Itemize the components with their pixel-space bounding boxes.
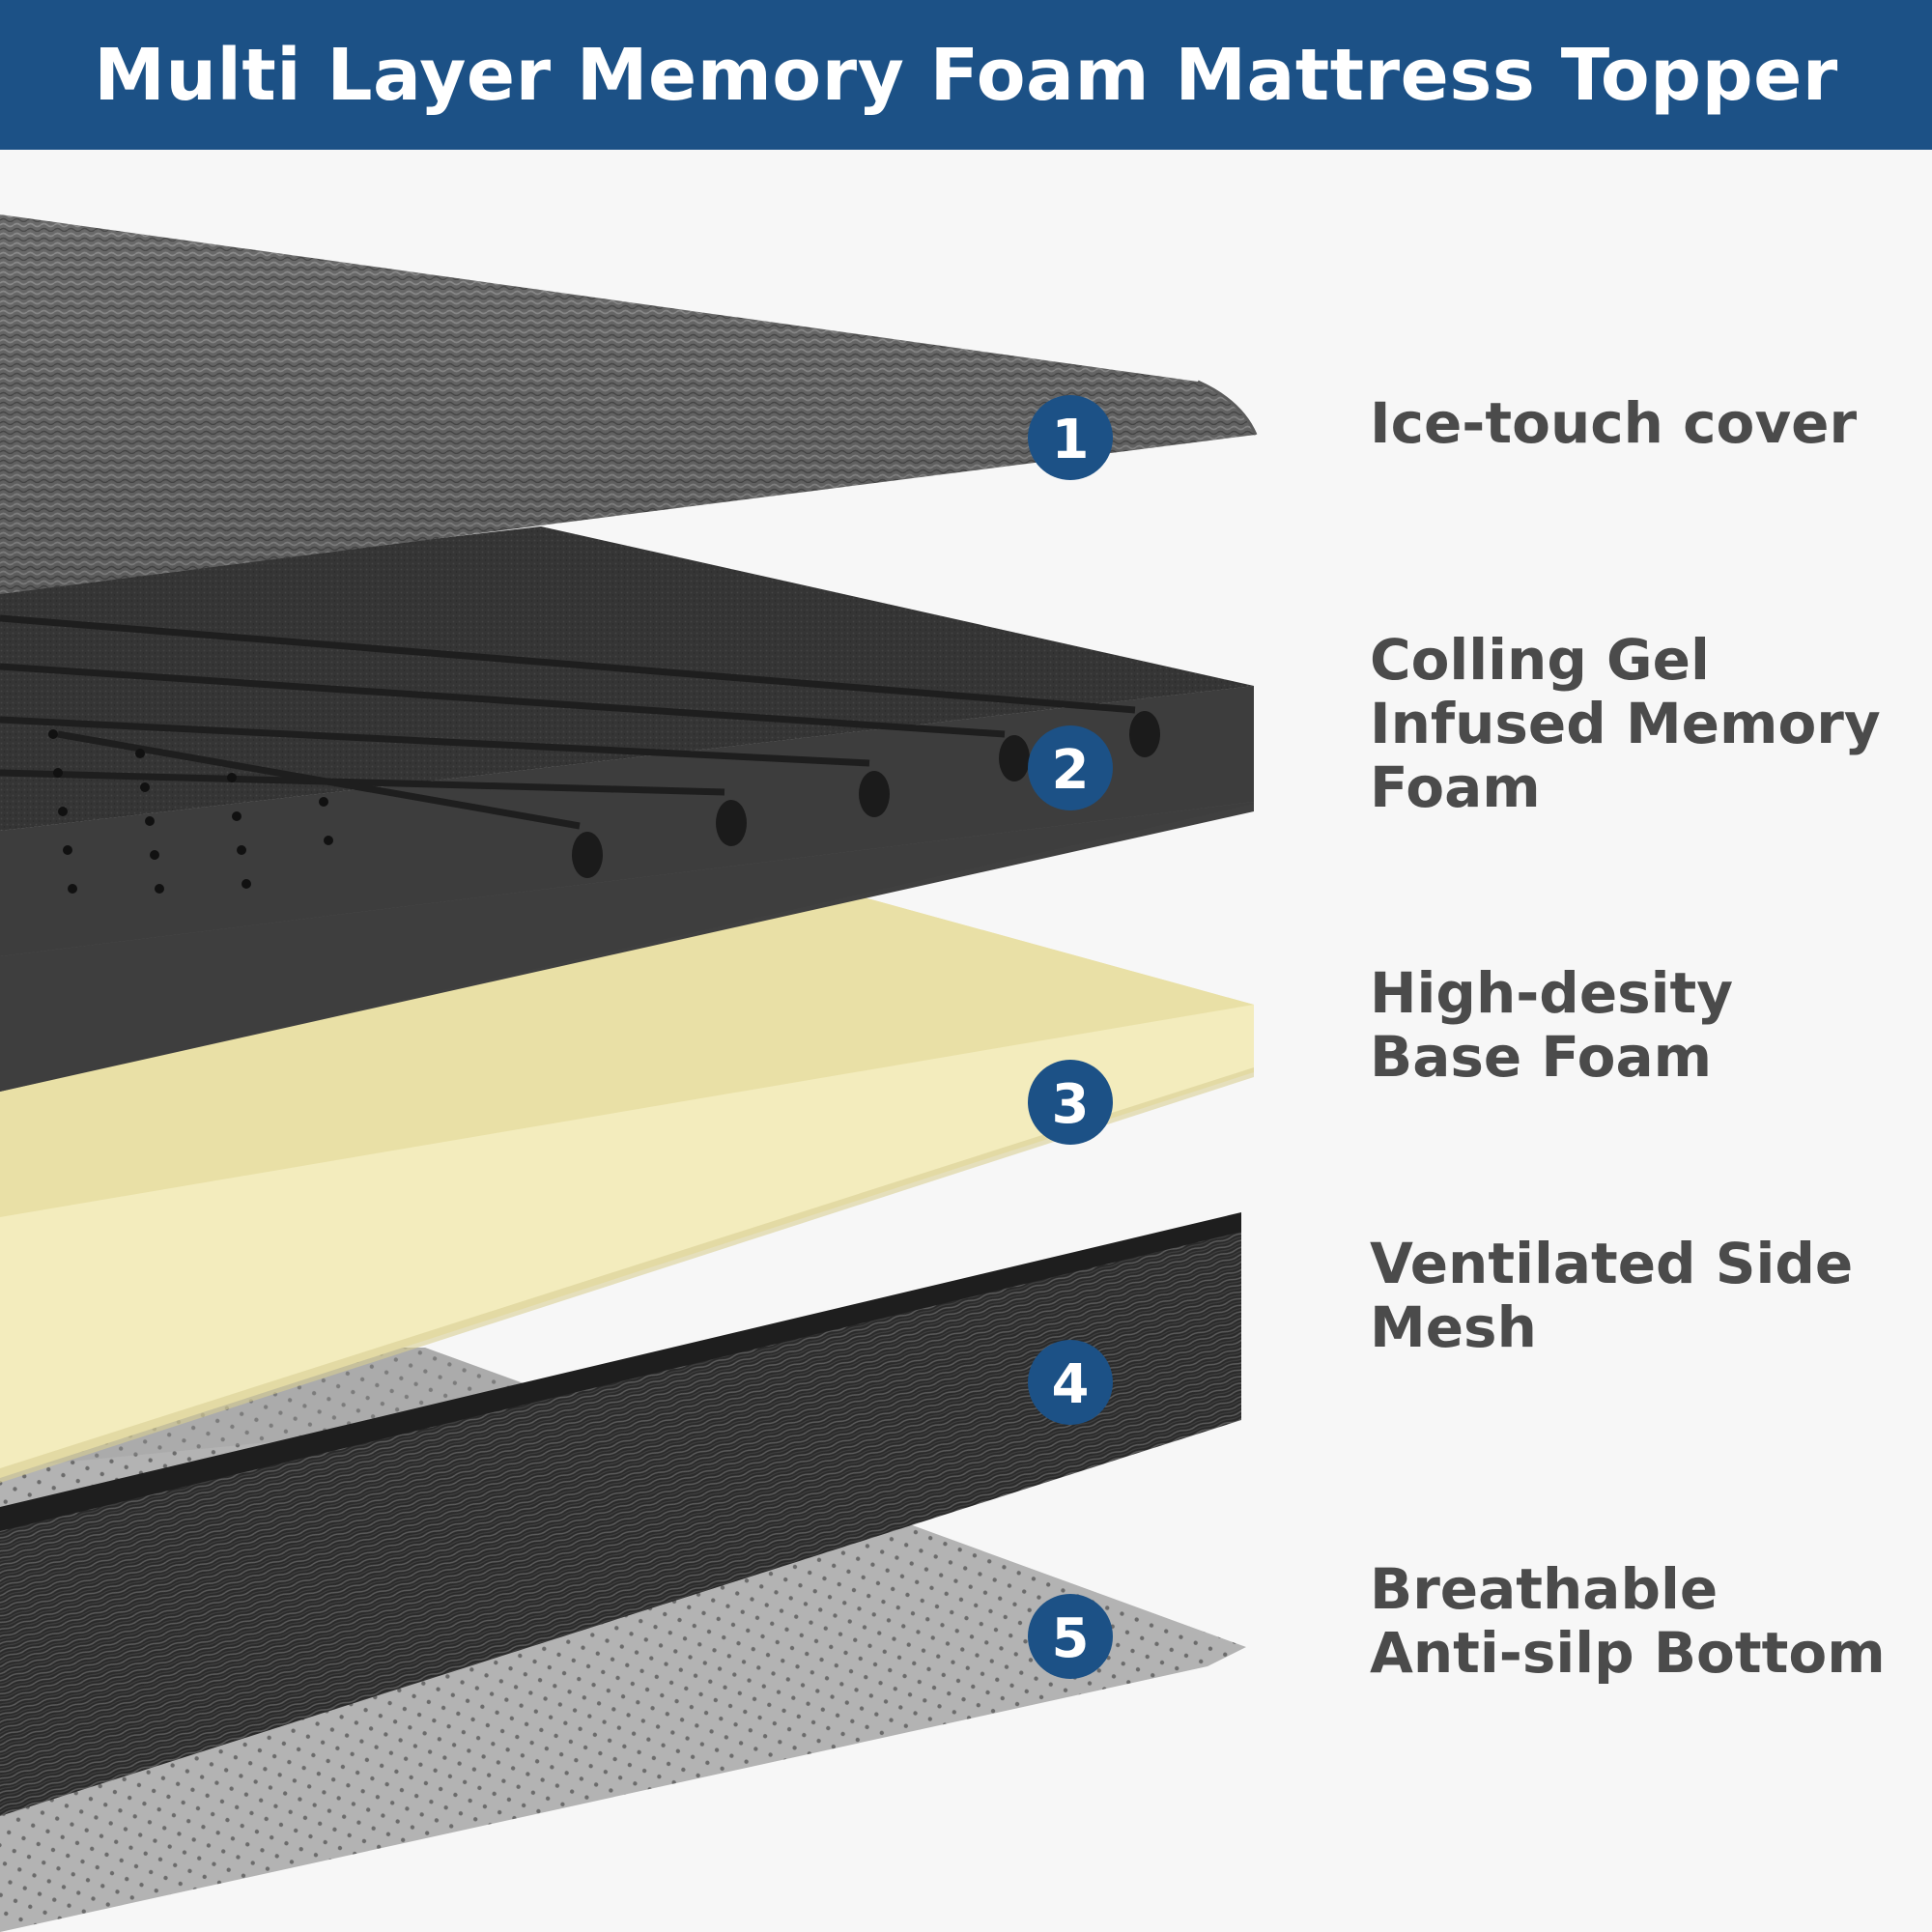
badge-5-number: 5 [1052,1607,1090,1670]
badge-1: 1 [1028,395,1113,480]
gel-foam-layer [0,526,1254,1092]
badge-4-number: 4 [1052,1353,1090,1416]
cover-layer [0,214,1258,594]
badge-1-number: 1 [1052,409,1090,471]
badge-5: 5 [1028,1594,1113,1679]
base-foam-layer [0,894,1254,1483]
side-mesh-layer [0,1212,1241,1816]
layer-4-label: Ventilated Side Mesh [1370,1231,1854,1360]
badge-3: 3 [1028,1060,1113,1145]
badge-2-number: 2 [1052,739,1090,802]
header-banner: Multi Layer Memory Foam Mattress Topper [0,0,1932,150]
page-title: Multi Layer Memory Foam Mattress Topper [94,33,1838,117]
layer-2-label: Colling Gel Infused Memory Foam [1370,627,1881,820]
layer-3-label: High-desity Base Foam [1370,960,1734,1090]
layer-5-label: Breathable Anti-silp Bottom [1370,1556,1886,1686]
badge-4: 4 [1028,1340,1113,1425]
badge-3-number: 3 [1052,1073,1090,1136]
badge-2: 2 [1028,725,1113,810]
layer-1-label: Ice-touch cover [1370,390,1858,456]
mattress-layers-illustration: 1 2 3 4 5 [0,214,1258,1932]
